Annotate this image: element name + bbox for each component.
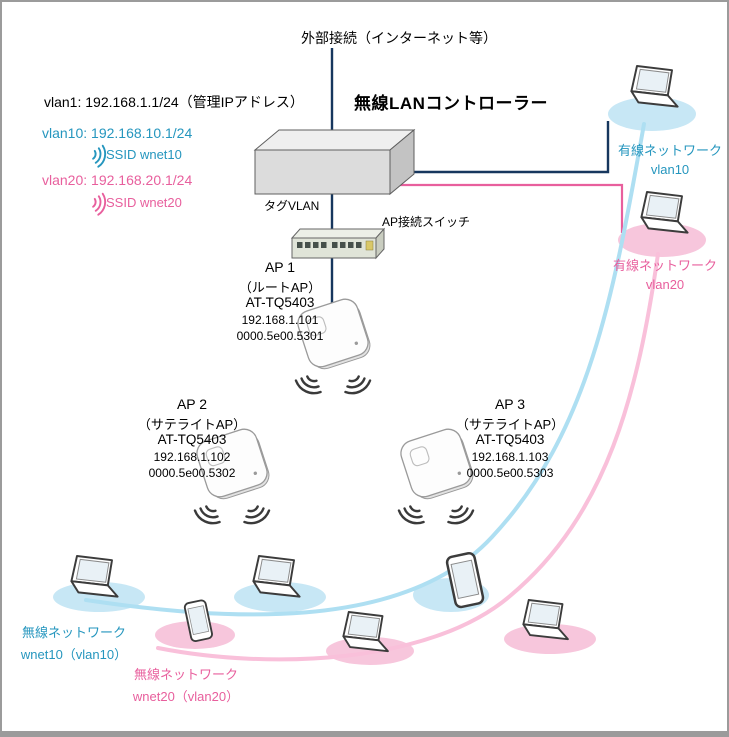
ellipse-wnet10-2	[234, 582, 326, 612]
ssid-wnet10-label: SSID wnet10	[106, 147, 182, 162]
wired-network-vlan10-label: 有線ネットワーク vlan10	[605, 140, 727, 184]
ap2-label-block: AP 2 （サテライトAP） AT-TQ5403 192.168.1.102 0…	[124, 396, 260, 482]
vlan20-info: vlan20: 192.168.20.1/24	[42, 172, 193, 188]
ap1-name: AP 1	[264, 259, 296, 275]
ap1-ip: 192.168.1.101	[241, 313, 319, 327]
wired-vlan10-vlan: vlan10	[650, 162, 690, 177]
wifi-icon-ap1-left	[292, 371, 326, 399]
laptop-icon-wnet10-1	[70, 555, 119, 598]
controller-device-icon	[253, 128, 416, 196]
wired-line-vlan10	[390, 121, 610, 174]
vlan10-info: vlan10: 192.168.10.1/24	[42, 125, 193, 141]
ssid-wnet20-label: SSID wnet20	[106, 195, 182, 210]
wifi-icon-ap2-right	[239, 501, 273, 529]
wired-vlan20-name: 有線ネットワーク	[612, 258, 717, 273]
ap3-label-block: AP 3 （サテライトAP） AT-TQ5403 192.168.1.103 0…	[442, 396, 578, 482]
wireless-curve-wnet20	[156, 252, 660, 662]
laptop-icon-wnet10-2	[252, 555, 301, 598]
laptop-icon-wnet20-1	[342, 611, 389, 653]
ap1-label-block: AP 1 （ルートAP） AT-TQ5403 192.168.1.101 000…	[212, 259, 348, 345]
laptop-icon-wired-vlan10	[630, 65, 679, 108]
controller-title: 無線LANコントローラー	[354, 94, 548, 113]
ap3-role: （サテライトAP）	[455, 417, 565, 432]
wireless-wnet10-net: wnet10（vlan10）	[20, 647, 128, 662]
switch-uplink-port	[365, 240, 374, 251]
ap3-model: AT-TQ5403	[475, 432, 545, 447]
wired-line-vlan20	[390, 183, 624, 233]
tag-vlan-label: タグVLAN	[264, 199, 320, 213]
wireless-wnet20-name: 無線ネットワーク	[133, 667, 238, 682]
ap3-mac: 0000.5e00.5303	[466, 466, 554, 480]
ap-switch-label: AP接続スイッチ	[382, 215, 471, 229]
external-connection-label: 外部接続（インターネット等）	[301, 30, 497, 46]
ap3-name: AP 3	[494, 396, 526, 412]
vlan1-info: vlan1: 192.168.1.1/24（管理IPアドレス）	[44, 94, 304, 110]
wired-vlan10-name: 有線ネットワーク	[617, 143, 722, 158]
switch-ports	[297, 242, 362, 248]
wireless-wnet10-name: 無線ネットワーク	[21, 625, 126, 640]
ap2-mac: 0000.5e00.5302	[148, 466, 236, 480]
switch-device-icon	[290, 227, 386, 260]
ap1-role: （ルートAP）	[238, 280, 322, 295]
ap3-ip: 192.168.1.103	[471, 450, 549, 464]
ap1-mac: 0000.5e00.5301	[236, 329, 324, 343]
wireless-wnet20-net: wnet20（vlan20）	[132, 689, 240, 704]
ap2-name: AP 2	[176, 396, 208, 412]
wireless-curve-wnet10	[84, 122, 646, 617]
ap2-ip: 192.168.1.102	[153, 450, 231, 464]
wireless-network-wnet20-label: 無線ネットワーク wnet20（vlan20）	[121, 664, 251, 708]
ap2-model: AT-TQ5403	[157, 432, 227, 447]
laptop-icon-wired-vlan20	[640, 191, 689, 234]
wifi-icon-ap3-left	[395, 501, 429, 529]
laptop-icon-wnet20-2	[522, 599, 569, 641]
wifi-icon-ssid-wnet20	[90, 191, 109, 217]
wifi-icon-ap1-right	[340, 371, 374, 399]
wireless-network-wnet10-label: 無線ネットワーク wnet10（vlan10）	[9, 622, 139, 666]
wired-network-vlan20-label: 有線ネットワーク vlan20	[600, 255, 727, 299]
wired-vlan20-vlan: vlan20	[645, 277, 685, 292]
wifi-icon-ap3-right	[443, 501, 477, 529]
wifi-icon-ap2-left	[191, 501, 225, 529]
wifi-icon-ssid-wnet10	[90, 143, 109, 169]
ap2-role: （サテライトAP）	[137, 417, 247, 432]
ap1-model: AT-TQ5403	[245, 295, 315, 310]
